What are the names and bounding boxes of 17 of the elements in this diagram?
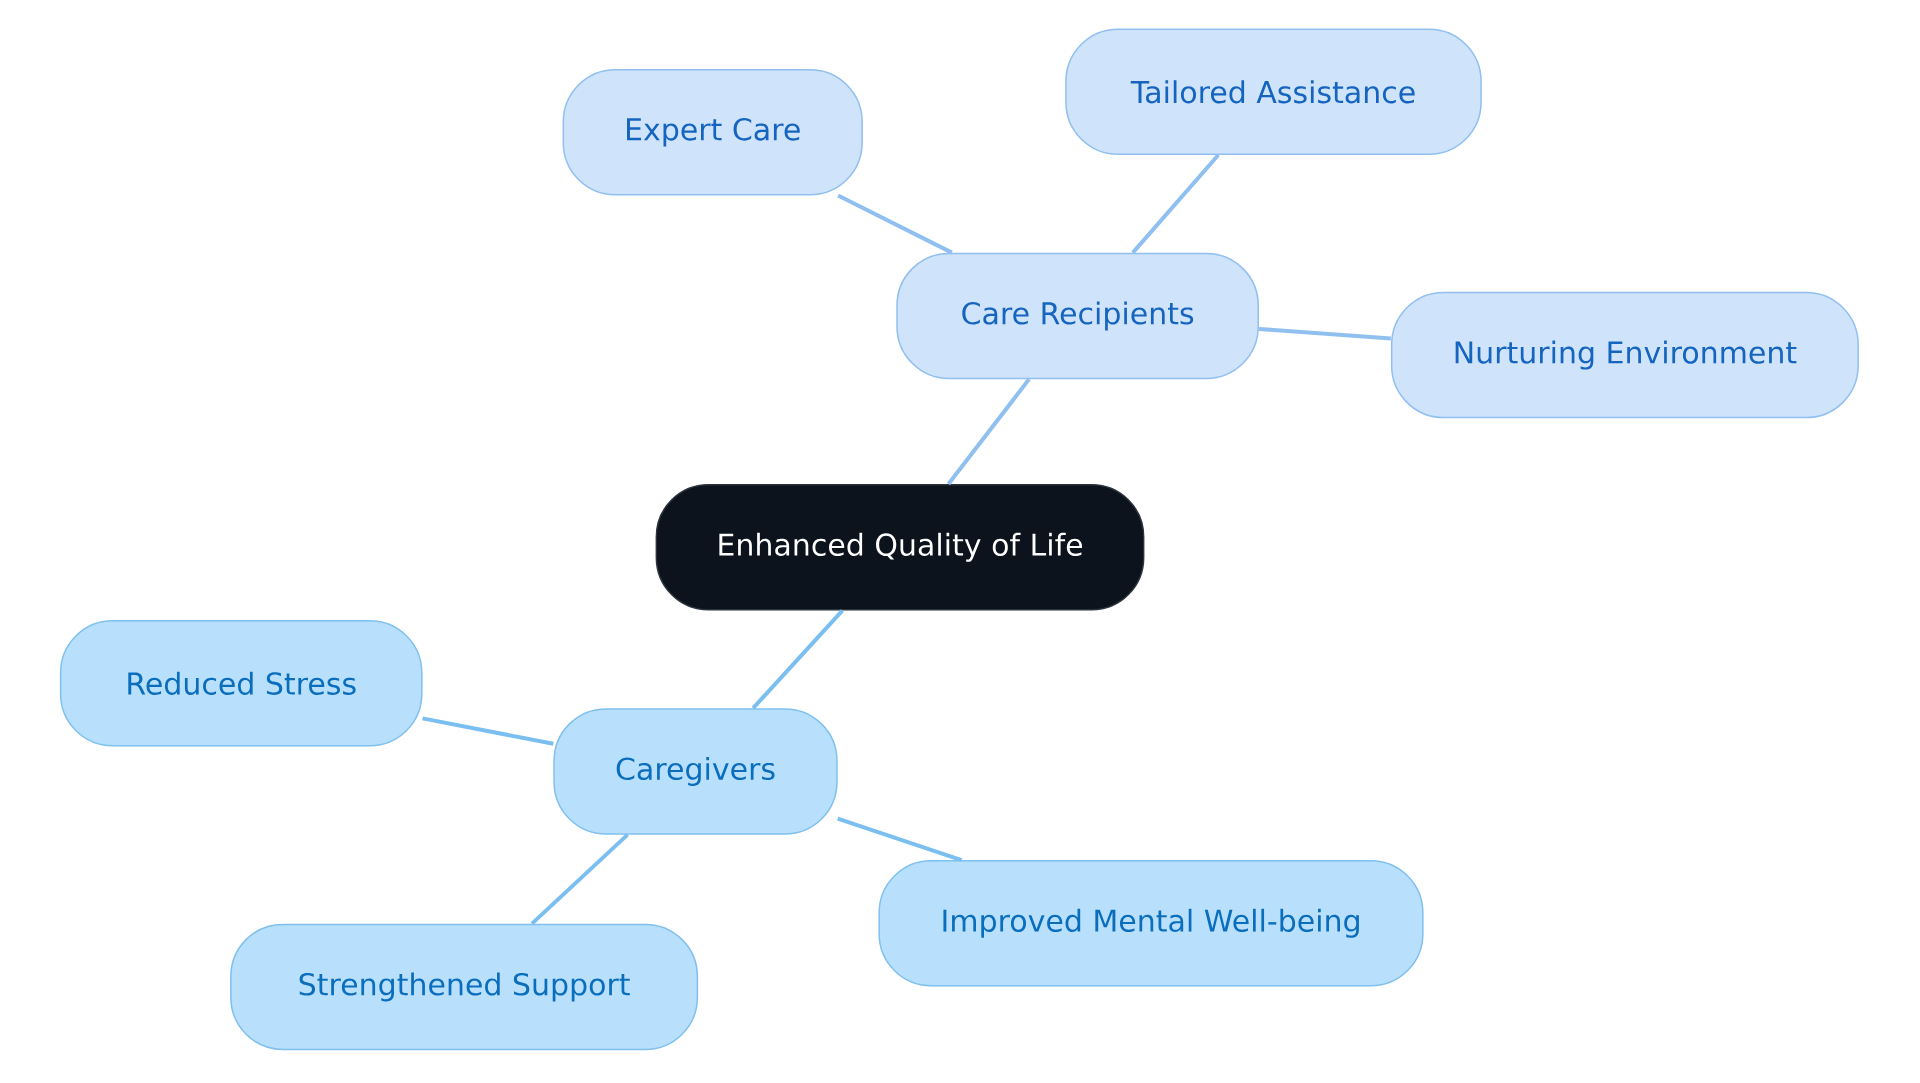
connector-line	[422, 716, 554, 746]
topic-box: Strengthened Support	[230, 923, 699, 1051]
topic-box: Expert Care	[562, 68, 863, 196]
connector-line	[530, 833, 629, 926]
connector-line	[751, 609, 844, 710]
connector-line	[946, 377, 1031, 486]
connector-line	[1258, 326, 1392, 341]
topic-box: Nurturing Environment	[1390, 291, 1859, 419]
topic-box: Tailored Assistance	[1065, 28, 1482, 156]
connector-line	[837, 193, 953, 255]
connector-line	[1131, 153, 1220, 254]
topic-box: Care Recipients	[896, 252, 1259, 380]
topic-box: Reduced Stress	[59, 620, 423, 747]
topic-box: Improved Mental Well-being	[878, 860, 1424, 987]
connector-line	[837, 816, 963, 862]
root-node: Enhanced Quality of Life	[655, 484, 1145, 611]
topic-box: Caregivers	[553, 708, 838, 835]
